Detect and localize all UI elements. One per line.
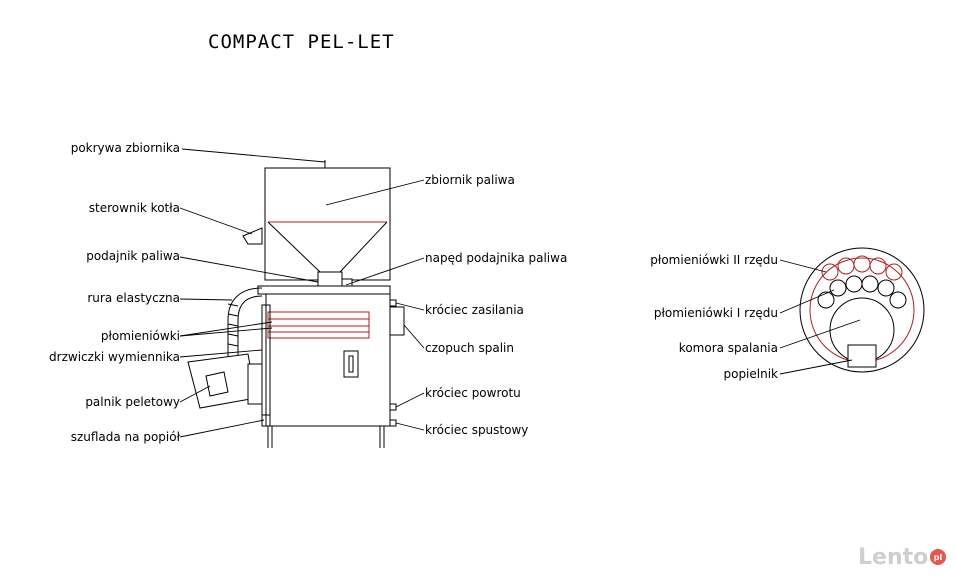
hose-rib bbox=[227, 323, 239, 327]
label-palnik: palnik peletowy bbox=[85, 395, 180, 409]
hose-rib bbox=[227, 313, 239, 317]
cross-section-drawing bbox=[799, 247, 925, 373]
label-naped: napęd podajnika paliwa bbox=[425, 251, 567, 265]
section-outer-shell bbox=[799, 247, 925, 373]
leader-plomieniowki-1 bbox=[779, 289, 835, 314]
flue-outlet bbox=[389, 306, 405, 336]
hose-rib bbox=[227, 303, 239, 307]
leader-lines bbox=[179, 148, 861, 438]
leader-sterownik bbox=[179, 207, 253, 235]
label-czopuch: czopuch spalin bbox=[425, 341, 514, 355]
label-rura: rura elastyczna bbox=[87, 291, 180, 305]
label-zbiornik: zbiornik paliwa bbox=[425, 173, 515, 187]
label-krociec-powrotu: króciec powrotu bbox=[425, 386, 521, 400]
leader-szuflada bbox=[179, 419, 265, 438]
labels-right: zbiornik paliwa napęd podajnika paliwa k… bbox=[425, 173, 567, 437]
lento-watermark: Lento pl bbox=[858, 545, 946, 570]
label-popielnik: popielnik bbox=[723, 367, 778, 381]
tube-row-2 bbox=[869, 257, 887, 275]
leader-plomieniowki-2 bbox=[779, 259, 827, 273]
tube-row-2 bbox=[885, 263, 903, 281]
leader-podajnik bbox=[179, 256, 319, 283]
labels-left: pokrywa zbiornika sterownik kotła podajn… bbox=[49, 141, 181, 444]
hose-rib bbox=[227, 333, 239, 337]
label-szuflada: szuflada na popiół bbox=[71, 430, 181, 444]
inspection-window bbox=[343, 350, 359, 378]
leader-drzwiczki bbox=[179, 349, 263, 358]
leader-komora bbox=[779, 319, 861, 349]
leader-plomieniowki-a bbox=[179, 321, 273, 337]
label-krociec-spustowy: króciec spustowy bbox=[425, 423, 528, 437]
leader-krociec-powrotu bbox=[395, 392, 425, 408]
supply-stub bbox=[389, 299, 397, 307]
hose-rib bbox=[227, 343, 239, 347]
label-podajnik: podajnik paliwa bbox=[86, 249, 180, 263]
pellet-burner-detail bbox=[205, 371, 229, 397]
leader-popielnik bbox=[779, 359, 853, 375]
exchanger-top bbox=[257, 285, 391, 295]
pellet-burner bbox=[187, 353, 257, 409]
tube-row-1 bbox=[889, 291, 907, 309]
tube-row-1 bbox=[829, 279, 847, 297]
boiler-drawing bbox=[187, 160, 405, 448]
leader-czopuch bbox=[403, 324, 425, 349]
flexible-hose-outer bbox=[227, 287, 263, 360]
hopper-funnel bbox=[267, 221, 388, 273]
diagram-title: COMPACT PEL-LET bbox=[208, 31, 395, 53]
drain-stub bbox=[389, 419, 397, 427]
burner-mount bbox=[247, 363, 263, 405]
label-plomieniowki-2: płomieniówki II rzędu bbox=[650, 253, 778, 267]
leader-naped bbox=[345, 257, 425, 286]
leader-zbiornik bbox=[325, 179, 425, 206]
fuel-hopper bbox=[264, 167, 391, 281]
leader-plomieniowki-b bbox=[179, 327, 273, 337]
tube-row-1 bbox=[877, 279, 895, 297]
watermark-badge-text: pl bbox=[934, 553, 943, 562]
flue-tubes-frame bbox=[267, 311, 370, 339]
leader-krociec-zasilania bbox=[395, 302, 425, 311]
leader-palnik bbox=[179, 385, 211, 403]
leader-pokrywa bbox=[181, 148, 326, 163]
label-sterownik: sterownik kotła bbox=[89, 201, 180, 215]
label-pokrywa: pokrywa zbiornika bbox=[71, 141, 180, 155]
label-plomieniowki: płomieniówki bbox=[101, 329, 180, 343]
label-plomieniowki-1: płomieniówki I rzędu bbox=[654, 306, 778, 320]
labels-section: płomieniówki II rzędu płomieniówki I rzę… bbox=[650, 253, 778, 381]
ash-pan bbox=[847, 344, 877, 368]
leader-rura bbox=[179, 298, 233, 301]
tube-row-1 bbox=[861, 275, 879, 293]
heat-exchanger-body bbox=[265, 293, 391, 427]
label-drzwiczki: drzwiczki wymiennika bbox=[49, 350, 180, 364]
watermark-badge-icon bbox=[930, 549, 946, 565]
inspection-window-inner bbox=[348, 355, 354, 373]
tube-row-1 bbox=[817, 291, 835, 309]
return-stub bbox=[389, 403, 397, 411]
boiler-controller bbox=[242, 227, 263, 245]
tube-row-2 bbox=[821, 263, 839, 281]
watermark-text: Lento bbox=[858, 545, 928, 570]
leader-krociec-spustowy bbox=[395, 422, 425, 431]
flexible-hose-inner bbox=[237, 295, 263, 360]
label-komora: komora spalania bbox=[679, 341, 778, 355]
tube-row-1 bbox=[845, 275, 863, 293]
label-krociec-zasilania: króciec zasilania bbox=[425, 303, 524, 317]
